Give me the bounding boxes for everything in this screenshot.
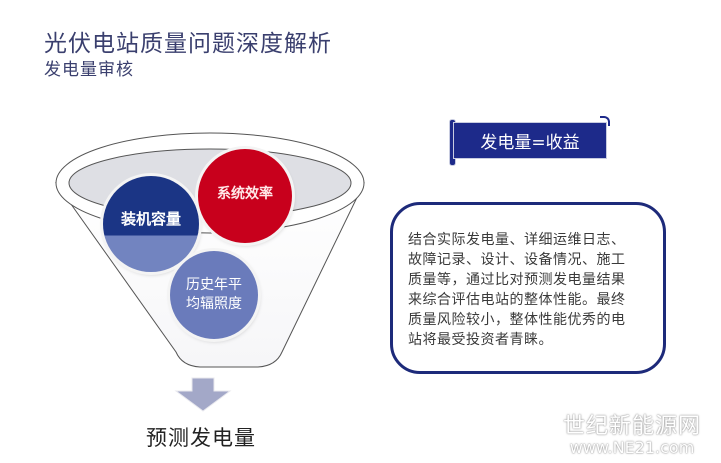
revenue-banner: 发电量=收益 [449, 116, 610, 166]
banner-label: 发电量=收益 [480, 133, 580, 153]
description-line: 质量等，通过比对预测发电量结果 [408, 272, 626, 288]
page-title: 光伏电站质量问题深度解析 [44, 31, 332, 57]
installed-capacity-circle: 装机容量 [103, 176, 199, 272]
irradiance-label-line2: 均辐照度 [186, 296, 242, 312]
page-subtitle: 发电量审核 [44, 60, 134, 80]
description-line: 站将最受投资者青睐。 [408, 332, 553, 348]
installed-capacity-label: 装机容量 [120, 209, 181, 228]
down-arrow-icon [174, 377, 232, 412]
forecast-output-label: 预测发电量 [146, 426, 256, 450]
description-text: 结合实际发电量、详细运维日志、 故障记录、设计、设备情况、施工 质量等，通过比对… [408, 230, 658, 350]
irradiance-circle: 历史年平 均辐照度 [170, 251, 258, 339]
watermark-url: www.NE21.com [569, 438, 695, 457]
description-line: 来综合评估电站的整体性能。最终 [408, 292, 626, 308]
banner-curl-icon [600, 116, 610, 126]
description-line: 质量风险较小，整体性能优秀的电 [408, 312, 626, 328]
system-efficiency-label: 系统效率 [217, 185, 273, 202]
watermark: 世纪新能源网 www.NE21.com [563, 408, 701, 457]
description-line: 故障记录、设计、设备情况、施工 [408, 252, 626, 268]
description-line: 结合实际发电量、详细运维日志、 [408, 232, 626, 248]
system-efficiency-circle: 系统效率 [198, 149, 292, 243]
watermark-name: 世纪新能源网 [563, 414, 702, 439]
banner-body: 发电量=收益 [453, 122, 607, 159]
irradiance-label-line1: 历史年平 [186, 277, 242, 294]
description-box [390, 202, 666, 374]
